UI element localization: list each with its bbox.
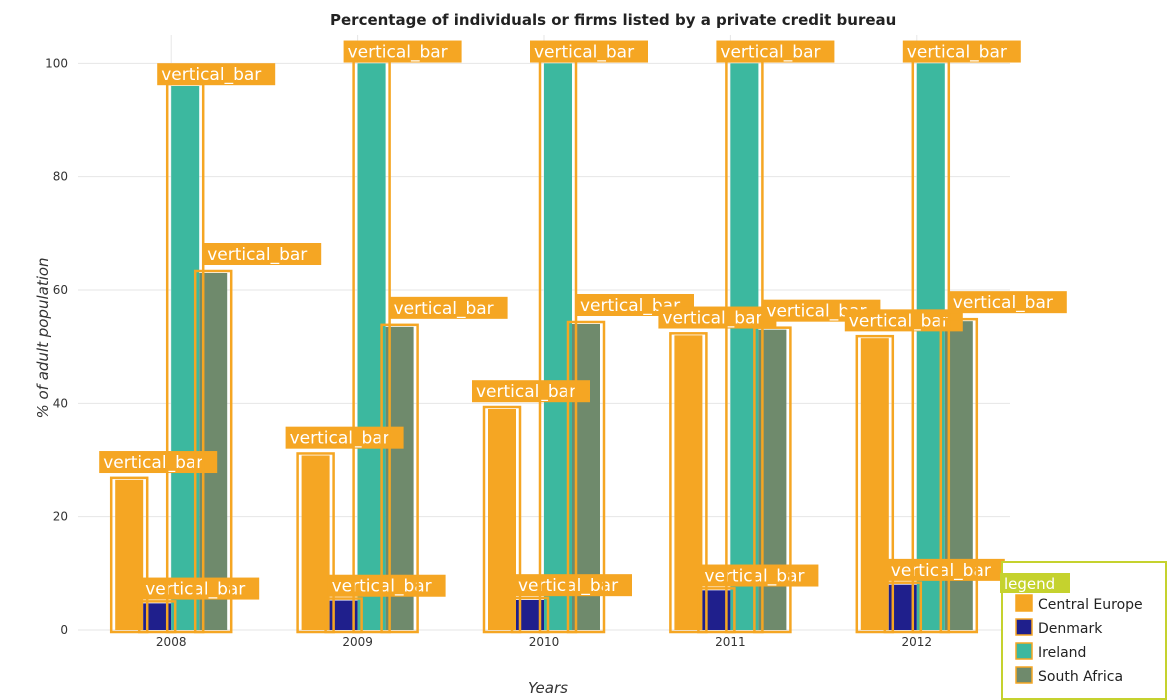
bar-frame — [855, 334, 895, 634]
bar-tag-background — [530, 40, 648, 63]
bar-frame — [753, 326, 792, 634]
axes: 0 20 40 60 80 100 2008 2009 2010 2011 2012 — [45, 56, 932, 649]
chart-title: Percentage of individuals or firms liste… — [330, 11, 896, 29]
y-tick-label: 80 — [53, 170, 68, 184]
bar-tag-label: vertical_bar — [394, 299, 494, 319]
y-axis-title: % of adult population — [34, 257, 52, 418]
bar-tag-label: vertical_bar — [534, 43, 634, 63]
bar-tag-background — [203, 243, 322, 265]
bar-frame — [296, 452, 335, 634]
bar-tag-label: vertical_bar — [476, 382, 576, 402]
legend-entry: South Africa — [1038, 669, 1123, 685]
bar-frame — [566, 320, 606, 634]
legend-tag-label: legend — [1004, 575, 1055, 593]
legend-tag-background — [1000, 573, 1070, 593]
bar-tag-background — [99, 451, 218, 474]
legend-entry: Denmark — [1038, 621, 1103, 637]
bar-tag-background — [716, 40, 835, 63]
x-tick-label: 2011 — [715, 635, 746, 649]
bar-tag-label: vertical_bar — [103, 453, 203, 473]
y-tick-label: 20 — [53, 510, 68, 524]
y-tick-label: 100 — [45, 56, 68, 70]
x-tick-label: 2009 — [342, 635, 373, 649]
bar-frame — [324, 597, 363, 634]
x-tick-label: 2012 — [902, 635, 933, 649]
bars — [115, 63, 973, 631]
legend-entry: Central Europe — [1038, 597, 1143, 613]
legend-entry: Ireland — [1038, 645, 1086, 661]
bar-central-europe-2012 — [860, 338, 889, 630]
bar-tag-background — [902, 40, 1021, 63]
bar-tag-background — [886, 558, 1005, 581]
x-tick-label: 2008 — [156, 635, 187, 649]
bar-frame — [380, 323, 419, 634]
bar-tag-label: vertical_bar — [161, 65, 261, 85]
legend-swatch — [1015, 666, 1033, 684]
bar-tag-label: vertical_bar — [907, 43, 1007, 63]
bar-tag-background — [948, 291, 1067, 314]
legend-swatch — [1015, 594, 1033, 612]
bar-tag-background — [157, 63, 276, 86]
bar-tag-label: vertical_bar — [580, 296, 680, 316]
bar-tag-label: vertical_bar — [849, 311, 949, 331]
bar-tag-label: vertical_bar — [766, 302, 866, 322]
bar-tag-background — [327, 574, 446, 597]
bar-frame — [137, 600, 177, 634]
bar-tag-background — [389, 296, 508, 319]
bar-frame — [939, 317, 979, 634]
bar-tag-background — [141, 577, 260, 600]
bar-frame — [669, 332, 708, 634]
bar-tag-background — [285, 426, 404, 449]
bar-tag-label: vertical_bar — [662, 309, 762, 329]
bar-tag-background — [700, 564, 819, 587]
x-tick-label: 2010 — [529, 635, 560, 649]
bar-frame — [193, 269, 233, 634]
bar-annotations: vertical_barvertical_barvertical_barvert… — [99, 40, 1067, 634]
bar-tag-background — [343, 40, 462, 63]
bar-tag-label: vertical_bar — [348, 43, 448, 63]
bar-frame — [510, 596, 550, 634]
y-tick-label: 60 — [53, 283, 68, 297]
bar-tag-label: vertical_bar — [290, 429, 390, 449]
bar-frame — [482, 405, 522, 634]
bar-tag-label: vertical_bar — [207, 245, 307, 265]
legend-swatch — [1015, 618, 1033, 636]
bar-tag-label: vertical_bar — [720, 43, 820, 63]
y-tick-label: 40 — [53, 396, 68, 410]
bar-central-europe-2010 — [488, 409, 516, 630]
x-axis-title: Years — [528, 679, 568, 697]
bar-central-europe-2011 — [674, 335, 703, 630]
bar-tag-background — [658, 306, 777, 329]
bar-frame — [109, 476, 149, 634]
bar-tag-background — [472, 380, 590, 403]
legend-swatch — [1015, 642, 1033, 660]
bar-tag-background — [844, 309, 963, 332]
y-tick-label: 0 — [60, 623, 68, 637]
bar-frame — [697, 587, 736, 634]
bar-frame — [883, 581, 923, 634]
bar-tag-label: vertical_bar — [953, 293, 1053, 313]
bar-tag-background — [514, 574, 632, 597]
